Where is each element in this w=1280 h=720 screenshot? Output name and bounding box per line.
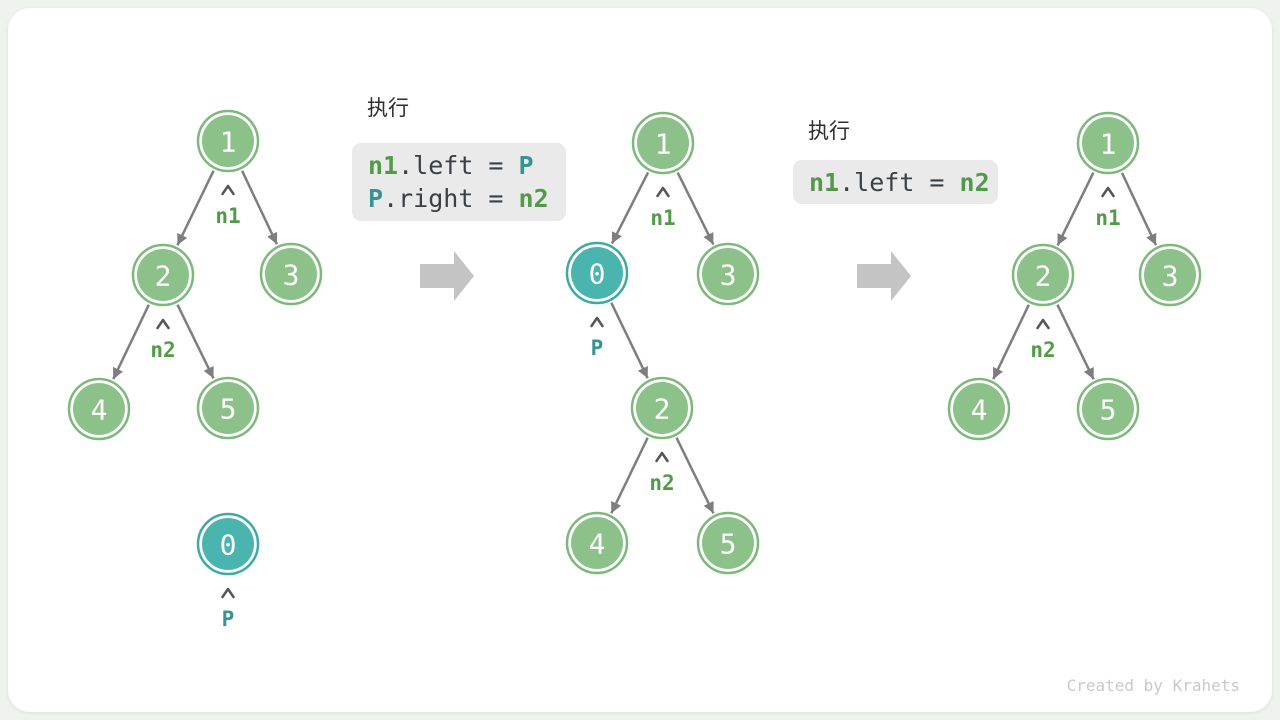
pointer-name: n2 [649,471,674,495]
node-value: 2 [155,260,172,293]
tree-node-3: 3 [259,242,323,306]
node-value: 3 [720,259,737,292]
caret-up-icon [221,184,235,196]
tree-node-1: 1 [196,109,260,173]
node-value: 2 [1035,260,1052,293]
code-token: n1 [368,151,399,180]
node-value: 5 [1100,394,1117,427]
tree-edge-arrow [992,304,1030,380]
tree-edge-arrow [675,437,715,514]
code-token: .left = [398,151,519,180]
node-value: 3 [1162,260,1179,293]
pointer-n2: n2 [649,451,675,495]
tree-node-0: 0 [196,512,260,576]
pointer-P: P [221,587,235,631]
node-value: 4 [589,528,606,561]
caret-up-icon [221,587,235,599]
code-line: P.right = n2 [368,182,566,215]
code-token: P [518,151,534,180]
code-token: P [368,184,384,213]
tree-node-3: 3 [1138,243,1202,307]
caret-up-icon [655,451,669,463]
pointer-name: n1 [650,206,675,230]
watermark: Created by Krahets [1066,676,1240,695]
pointer-P: P [590,316,604,360]
tree-edge-arrow [610,437,649,514]
node-value: 5 [720,528,737,561]
code-box-2: n1.left = n2 [793,160,998,204]
tree-node-3: 3 [696,242,760,306]
tree-node-4: 4 [565,511,629,575]
tree-node-5: 5 [696,511,760,575]
tree-node-1: 1 [1076,111,1140,175]
node-value: 2 [654,393,671,426]
tree-node-2: 2 [131,243,195,307]
code-token: .right = [383,184,519,213]
pointer-name: n1 [215,204,240,228]
tree-node-5: 5 [1076,377,1140,441]
code-token: n2 [518,184,549,213]
node-value: 0 [220,529,237,562]
tree-edge-arrow [610,171,650,245]
caret-up-icon [590,316,604,328]
caret-up-icon [656,186,670,198]
tree-node-2: 2 [1011,243,1075,307]
tree-node-4: 4 [67,377,131,441]
pointer-name: n1 [1095,206,1120,230]
code-token: n1 [809,167,840,197]
exec-label-1: 执行 [367,97,409,120]
tree-node-4: 4 [947,377,1011,441]
tree-node-2: 2 [630,376,694,440]
node-value: 1 [220,126,237,159]
code-line: n1.left = P [368,149,566,182]
pointer-n2: n2 [1030,318,1056,362]
tree-edge-arrow [176,170,215,246]
code-token: .left = [839,167,960,197]
exec-label-2: 执行 [808,120,850,143]
node-value: 4 [971,394,988,427]
tree-initial: 1 2 3 4 5 0 n1 n2P [67,109,323,631]
node-value: 4 [91,394,108,427]
tree-edge-arrow [676,172,715,245]
tree-edge-arrow [240,170,279,245]
pointer-n1: n1 [1095,186,1121,230]
node-value: 0 [589,258,606,291]
tree-edge-arrow [1056,172,1095,246]
code-line: n1.left = n2 [809,166,998,199]
tree-node-5: 5 [196,376,260,440]
transition-arrow-icon [857,251,911,301]
pointer-name: P [591,336,604,360]
pointer-n1: n1 [215,184,241,228]
pointer-n1: n1 [650,186,676,230]
tree-edge-arrow [112,304,150,380]
pointer-n2: n2 [150,318,176,362]
code-token: n2 [959,167,990,197]
tree-node-1: 1 [631,111,695,175]
pointer-name: n2 [1030,338,1055,362]
caret-up-icon [1036,318,1050,330]
tree-edge-arrow [1056,304,1095,380]
tree-node-0: 0 [565,241,629,305]
node-value: 1 [655,128,672,161]
transition-arrow-icon [420,251,474,301]
tree-edge-arrow [176,304,215,379]
tree-edge-arrow [1120,172,1158,246]
tree-edge-arrow [610,302,649,379]
caret-up-icon [156,318,170,330]
caret-up-icon [1101,186,1115,198]
pointer-name: P [222,607,235,631]
node-value: 5 [220,393,237,426]
node-value: 3 [283,259,300,292]
pointer-name: n2 [150,338,175,362]
node-value: 1 [1100,128,1117,161]
tree-final: 1 2 3 4 5 n1 n2 [947,111,1202,441]
